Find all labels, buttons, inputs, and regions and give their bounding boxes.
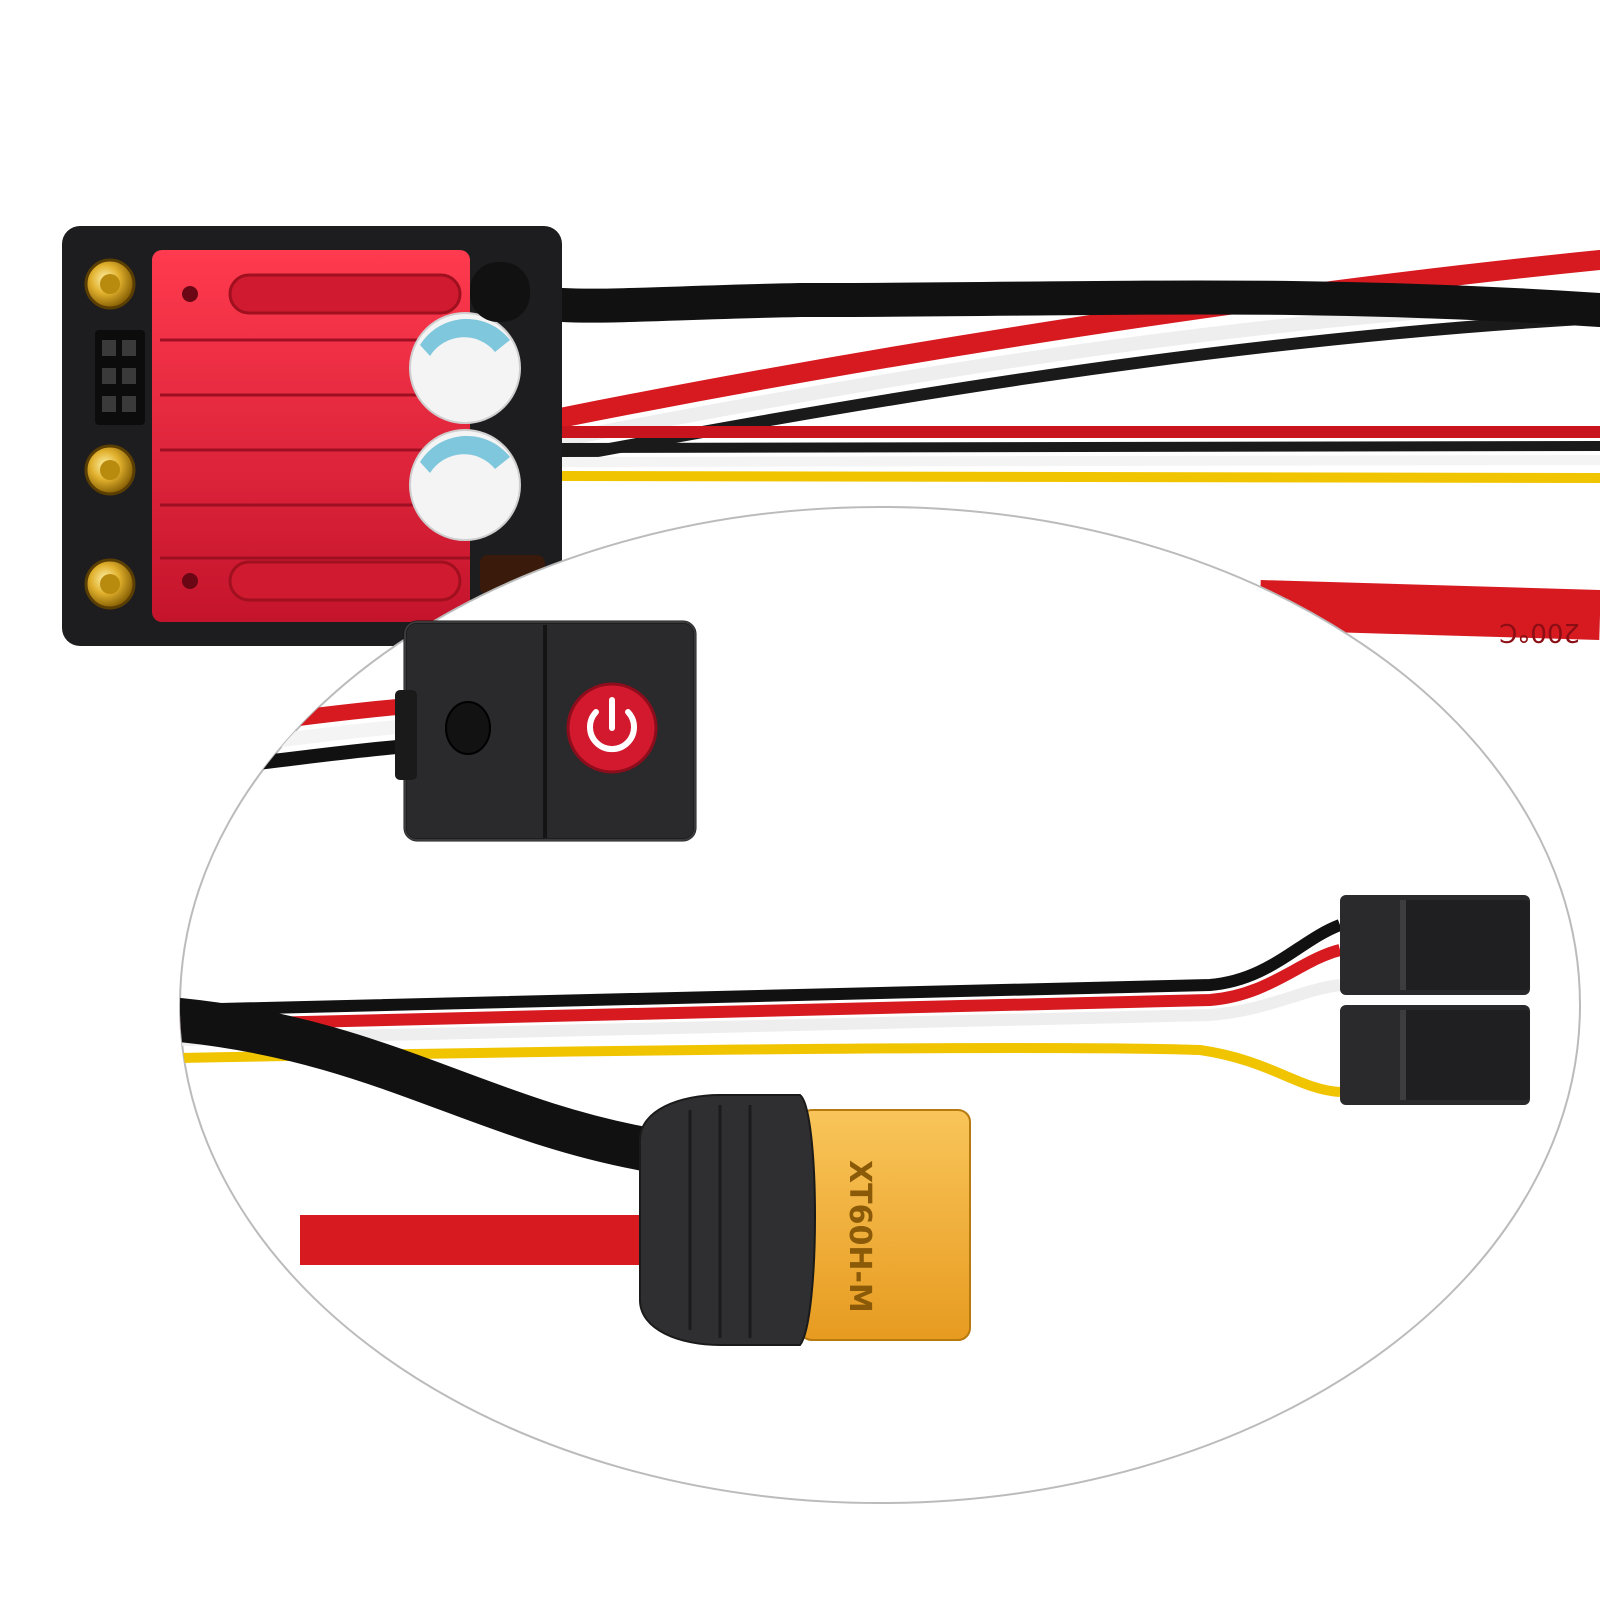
servo-plug-bottom [1340,1005,1530,1105]
esc-module [62,226,562,646]
wire-print-text: 200°C [1499,617,1580,647]
power-switch [395,620,697,842]
xt60-plug-body [799,1109,971,1341]
xt60-label: XT60H-M [842,1160,877,1313]
servo-plug-top [1340,895,1530,995]
signal-wire-bundle [180,919,1343,1097]
heatsink [152,250,470,622]
motor-terminals [84,258,136,610]
capacitors [409,312,521,541]
xt60-housing [639,1094,816,1346]
power-icon [587,697,637,753]
jumper-pins [95,330,145,425]
power-lead-black [180,998,672,1172]
detail-contents: XT60H-M [180,697,1530,1346]
setup-button [445,701,491,755]
xt60-connector: XT60H-M [639,1094,971,1346]
